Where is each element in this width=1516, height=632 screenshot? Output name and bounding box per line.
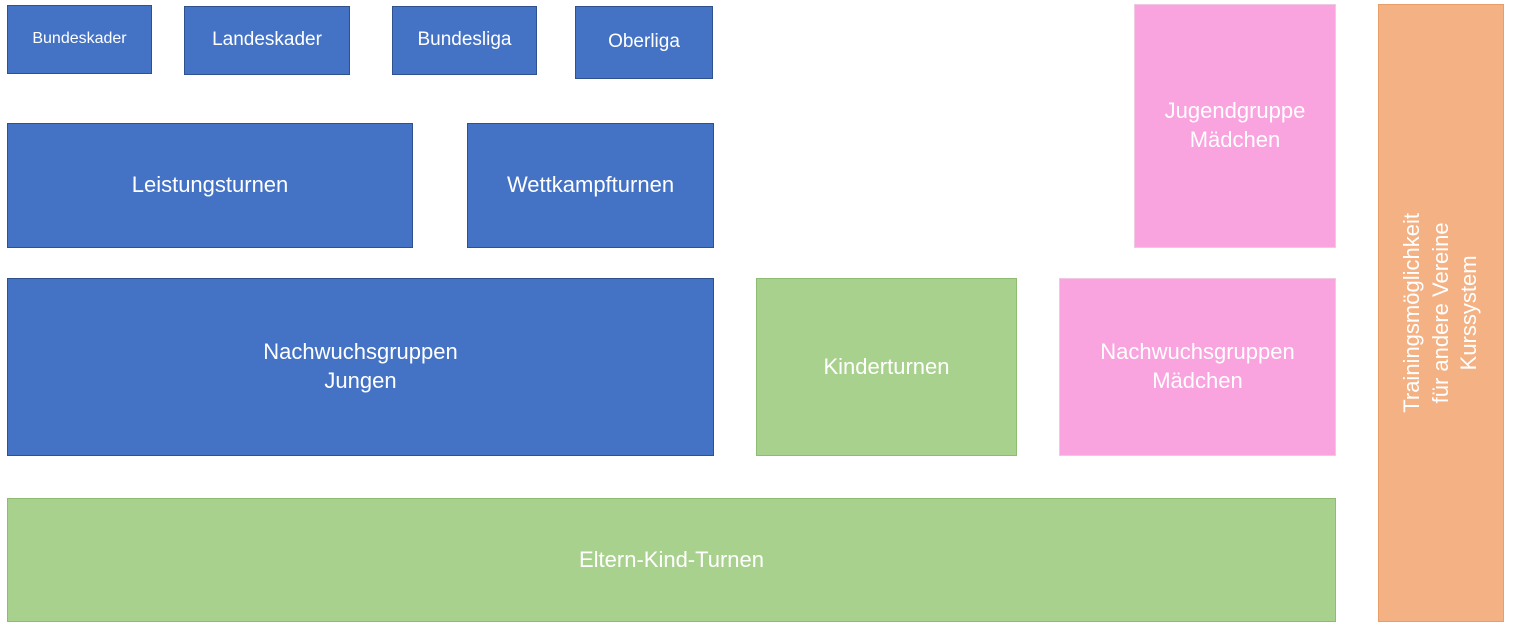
box-eltern-kind-turnen-label: Eltern-Kind-Turnen bbox=[578, 546, 765, 572]
box-kinderturnen-label: Kinderturnen bbox=[823, 353, 950, 379]
box-nachwuchsgruppen-jungen: Nachwuchsgruppen Jungen bbox=[7, 278, 714, 456]
box-landeskader: Landeskader bbox=[184, 6, 350, 75]
box-leistungsturnen-label: Leistungsturnen bbox=[131, 172, 289, 198]
box-bundesliga-label: Bundesliga bbox=[417, 29, 512, 51]
box-jugendgruppe-maedchen-label: Jugendgruppe Mädchen bbox=[1164, 98, 1306, 152]
box-bundeskader: Bundeskader bbox=[7, 5, 152, 74]
box-oberliga: Oberliga bbox=[575, 6, 713, 79]
box-oberliga-label: Oberliga bbox=[608, 31, 680, 53]
box-bundesliga: Bundesliga bbox=[392, 6, 537, 75]
box-wettkampfturnen-label: Wettkampfturnen bbox=[506, 172, 675, 198]
box-eltern-kind-turnen: Eltern-Kind-Turnen bbox=[7, 498, 1336, 622]
box-nachwuchsgruppen-jungen-label: Nachwuchsgruppen Jungen bbox=[263, 339, 458, 393]
box-jugendgruppe-maedchen: Jugendgruppe Mädchen bbox=[1134, 4, 1336, 248]
box-nachwuchsgruppen-maedchen-label: Nachwuchsgruppen Mädchen bbox=[1100, 339, 1295, 393]
box-trainingsmoeglichkeit-kurssystem: Trainingsmöglichkeit für andere Vereine … bbox=[1378, 4, 1504, 622]
box-kinderturnen: Kinderturnen bbox=[756, 278, 1017, 456]
box-bundeskader-label: Bundeskader bbox=[32, 30, 127, 48]
box-leistungsturnen: Leistungsturnen bbox=[7, 123, 413, 248]
box-wettkampfturnen: Wettkampfturnen bbox=[467, 123, 714, 248]
box-nachwuchsgruppen-maedchen: Nachwuchsgruppen Mädchen bbox=[1059, 278, 1336, 456]
box-landeskader-label: Landeskader bbox=[212, 29, 322, 51]
box-trainingsmoeglichkeit-kurssystem-label: Trainingsmöglichkeit für andere Vereine … bbox=[1399, 213, 1482, 413]
